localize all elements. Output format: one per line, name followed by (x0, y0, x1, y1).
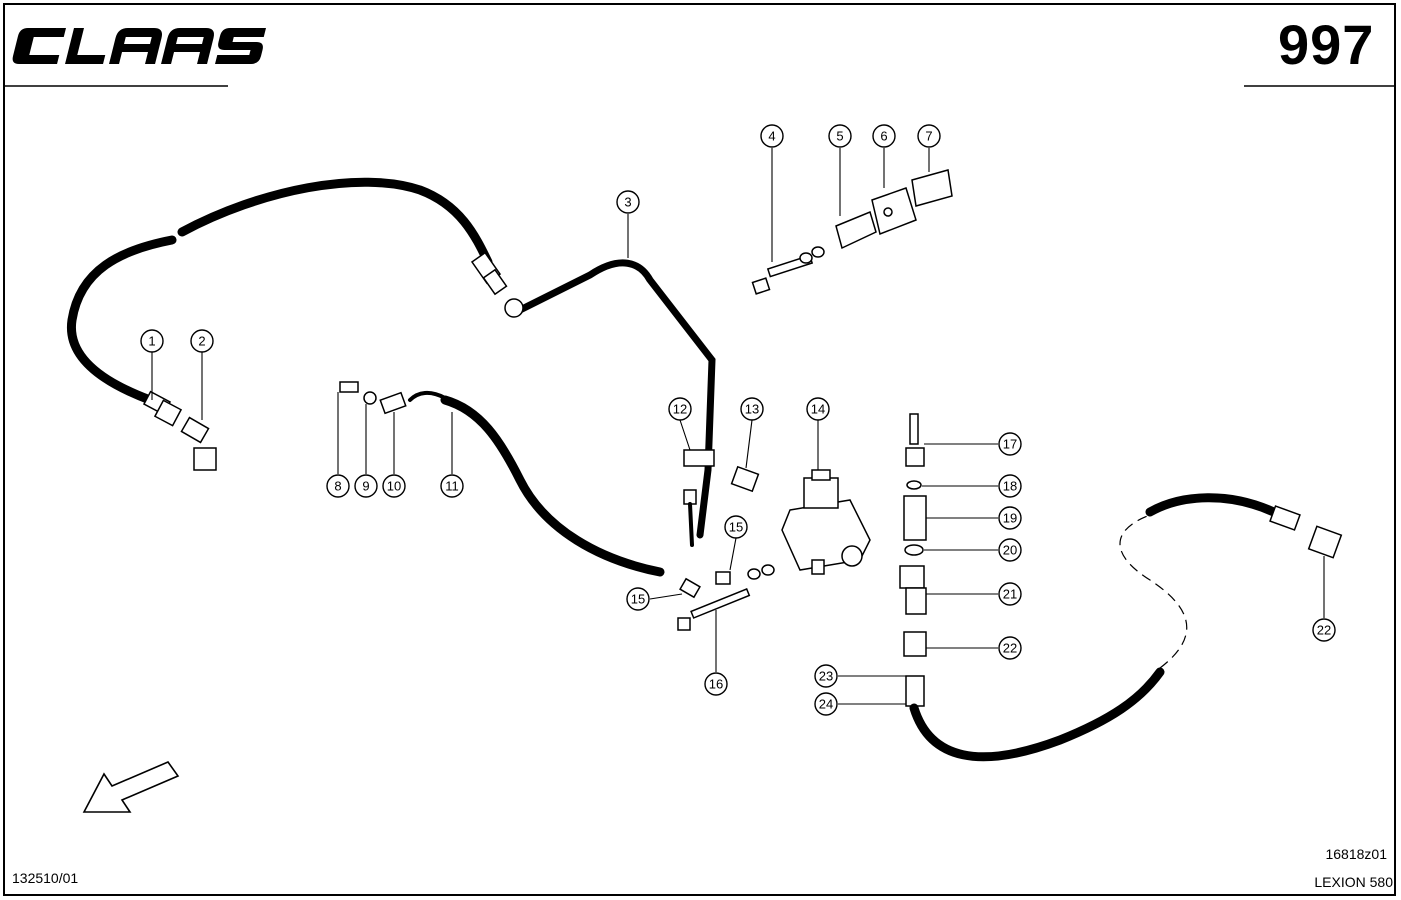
callout-18: 18 (998, 474, 1022, 498)
callout-16: 16 (704, 672, 728, 696)
clamp-assembly-parts-4-7 (751, 169, 953, 295)
callout-20: 20 (998, 538, 1022, 562)
model-name: LEXION 580 (1314, 874, 1393, 890)
svg-text:12: 12 (673, 402, 687, 417)
svg-text:24: 24 (819, 697, 833, 712)
callout-9: 9 (354, 474, 378, 498)
pipe-part-3 (504, 259, 716, 539)
svg-text:7: 7 (925, 129, 932, 144)
adapter-part-13 (730, 465, 760, 493)
claas-logo (12, 28, 266, 64)
svg-text:1: 1 (148, 334, 155, 349)
hose-part-1 (67, 177, 508, 427)
fitting-column-parts-17-22 (899, 413, 927, 707)
callout-22b: 22 (1312, 618, 1336, 642)
svg-text:6: 6 (880, 129, 887, 144)
callout-17: 17 (998, 432, 1022, 456)
callout-4: 4 (760, 124, 784, 148)
page-number: 997 (1278, 13, 1375, 76)
valve-part-14 (781, 469, 871, 575)
svg-text:22: 22 (1317, 623, 1331, 638)
svg-text:20: 20 (1003, 543, 1017, 558)
callout-23: 23 (814, 664, 838, 688)
bolt-part-16 (677, 564, 775, 631)
svg-text:22: 22 (1003, 641, 1017, 656)
hose-part-11 (408, 391, 665, 577)
callout-3: 3 (616, 190, 640, 214)
callout-15a: 15 (724, 515, 748, 539)
callout-15b: 15 (626, 587, 650, 611)
svg-text:4: 4 (768, 129, 775, 144)
svg-text:13: 13 (745, 402, 759, 417)
callout-6: 6 (872, 124, 896, 148)
callout-7: 7 (917, 124, 941, 148)
callout-2: 2 (190, 329, 214, 353)
callout-14: 14 (806, 397, 830, 421)
elbow-fitting-part-2 (180, 416, 217, 471)
svg-text:18: 18 (1003, 479, 1017, 494)
svg-text:15: 15 (631, 592, 645, 607)
fitting-parts-8-10 (339, 381, 407, 415)
svg-text:23: 23 (819, 669, 833, 684)
tee-fitting-part-12 (683, 449, 715, 547)
svg-text:10: 10 (387, 479, 401, 494)
callout-13: 13 (740, 397, 764, 421)
svg-text:15: 15 (729, 520, 743, 535)
svg-text:16: 16 (709, 677, 723, 692)
leader-lines (151, 148, 1325, 705)
callout-12: 12 (668, 397, 692, 421)
svg-text:2: 2 (198, 334, 205, 349)
direction-arrow-icon (82, 761, 180, 813)
svg-text:21: 21 (1003, 587, 1017, 602)
callout-5: 5 (828, 124, 852, 148)
svg-text:19: 19 (1003, 511, 1017, 526)
callout-22a: 22 (998, 636, 1022, 660)
document-number: 132510/01 (12, 870, 79, 886)
callout-11: 11 (440, 474, 464, 498)
svg-text:8: 8 (334, 479, 341, 494)
callout-24: 24 (814, 692, 838, 716)
callout-1: 1 (140, 329, 164, 353)
svg-text:9: 9 (362, 479, 369, 494)
svg-text:5: 5 (836, 129, 843, 144)
callout-8: 8 (326, 474, 350, 498)
svg-text:14: 14 (811, 402, 825, 417)
fitting-parts-15 (679, 571, 731, 599)
svg-text:3: 3 (624, 195, 631, 210)
page-frame (3, 3, 1396, 896)
drawing-number: 16818z01 (1325, 846, 1387, 862)
svg-text:11: 11 (445, 479, 459, 494)
callout-10: 10 (382, 474, 406, 498)
callout-19: 19 (998, 506, 1022, 530)
svg-text:17: 17 (1003, 437, 1017, 452)
hose-lower-assembly (909, 493, 1343, 762)
callout-21: 21 (998, 582, 1022, 606)
